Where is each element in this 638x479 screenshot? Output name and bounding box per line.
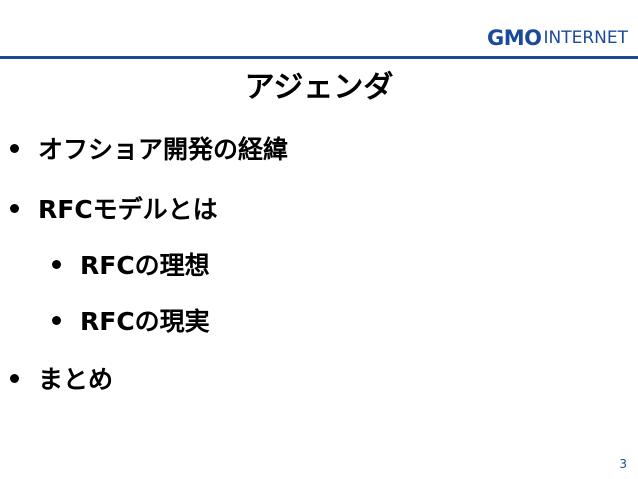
logo-gmo-text: GMO: [486, 26, 542, 50]
company-logo: GMO INTERNET: [487, 26, 628, 50]
page-number: 3: [619, 457, 627, 471]
agenda-item-label: まとめ: [38, 365, 114, 394]
agenda-item-label: RFCの現実: [80, 307, 210, 336]
agenda-subitem-rfc-reality: RFCの現実: [52, 300, 210, 340]
agenda-item-label: RFCの理想: [80, 251, 210, 280]
header-rule: [0, 56, 638, 59]
agenda-item-offshore-history: オフショア開発の経緯: [10, 128, 288, 168]
bullet-icon: [10, 143, 19, 153]
slide-title: アジェンダ: [244, 70, 394, 105]
bullet-icon: [10, 203, 19, 213]
bullet-icon: [52, 315, 61, 325]
agenda-item-label: オフショア開発の経緯: [38, 135, 289, 164]
bullet-icon: [52, 259, 61, 269]
agenda-item-summary: まとめ: [10, 358, 113, 398]
logo-internet-text: INTERNET: [543, 28, 628, 48]
agenda-item-rfc-model: RFCモデルとは: [10, 188, 218, 228]
agenda-subitem-rfc-ideal: RFCの理想: [52, 244, 210, 284]
agenda-item-label: RFCモデルとは: [38, 195, 218, 224]
bullet-icon: [10, 373, 19, 383]
